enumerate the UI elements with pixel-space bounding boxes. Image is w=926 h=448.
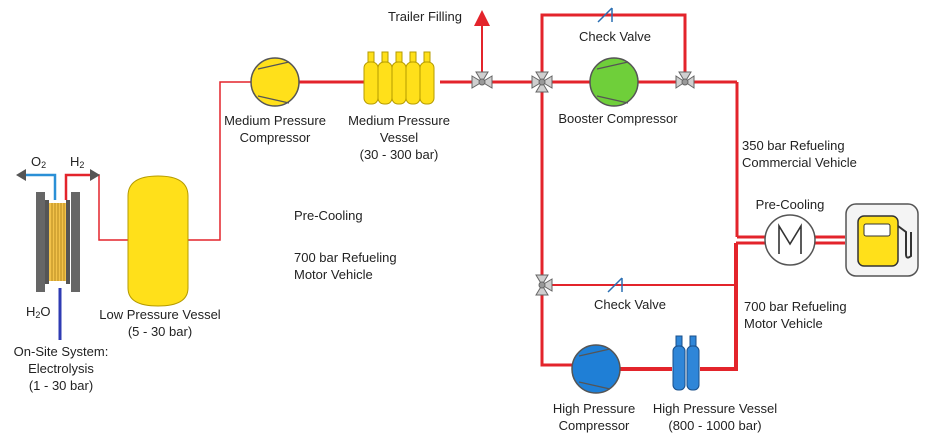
pipe-lpv-to-mp-compressor [183, 81, 251, 241]
h2o-label: H2O [26, 304, 51, 320]
electrolyzer-cell-lines [51, 203, 65, 281]
hydrogen-arrow-icon [90, 169, 100, 181]
high-pressure-compressor-icon [571, 344, 621, 394]
pipe-network [84, 10, 845, 371]
hydrogen-outlet-line [64, 173, 90, 200]
check-valve-top-icon [597, 7, 613, 23]
booster-compressor-icon [589, 57, 639, 107]
medium-pressure-compressor-icon [250, 57, 300, 107]
pipe-electrolysis-to-lpv [84, 174, 135, 241]
pre-cooling-middle-label: Pre-Cooling [294, 208, 363, 223]
high-pressure-compressor-label: High Pressure Compressor [552, 401, 636, 433]
medium-pressure-vessel-cylinders [363, 51, 435, 105]
pipe-top-bypass [540, 13, 687, 72]
pre-cooling-right-label: Pre-Cooling [755, 197, 825, 212]
junction-valve-bottom-icon [535, 274, 553, 296]
electrolyzer-end-plate-left [36, 192, 45, 292]
junction-valve-right-icon [675, 71, 695, 89]
refuel-700-right-label: 700 bar Refueling Motor Vehicle [744, 299, 847, 331]
booster-compressor-label: Booster Compressor [558, 111, 678, 126]
check-valve-top-label: Check Valve [578, 29, 651, 44]
oxygen-outlet-line [20, 173, 57, 200]
electrolyzer-end-plate-right [71, 192, 80, 292]
refuel-350-label: 350 bar Refueling Commercial Vehicle [742, 138, 857, 170]
medium-pressure-compressor-label: Medium Pressure Compressor [224, 113, 326, 145]
low-pressure-vessel-label: Low Pressure Vessel (5 - 30 bar) [99, 307, 221, 339]
pre-cooler-icon [764, 214, 816, 266]
junction-valve-top-icon [531, 71, 553, 93]
electrolysis-unit [16, 169, 100, 340]
high-pressure-vessel-label: High Pressure Vessel (800 - 1000 bar) [652, 401, 778, 433]
refuel-700-middle-label: 700 bar Refueling Motor Vehicle [294, 250, 397, 282]
trailer-filling-label: Trailer Filling [388, 9, 462, 24]
high-pressure-vessel-cylinders [672, 335, 700, 391]
trailer-valve-icon [471, 71, 493, 89]
o2-label: O2 [31, 154, 47, 170]
pipe-left-vertical [540, 92, 572, 367]
electrolyzer-plate-b [66, 200, 70, 284]
low-pressure-vessel [127, 175, 189, 307]
check-valve-bottom-icon [607, 277, 623, 293]
fuel-dispenser-icon [845, 203, 919, 277]
oxygen-arrow-icon [16, 169, 26, 181]
check-valve-bottom-label: Check Valve [593, 297, 666, 312]
electrolysis-label: On-Site System: Electrolysis (1 - 30 bar… [13, 344, 109, 393]
pipe-hp-line [620, 243, 738, 371]
medium-pressure-vessel-label: Medium Pressure Vessel (30 - 300 bar) [348, 113, 450, 162]
electrolyzer-plate-a [45, 200, 49, 284]
h2-label: H2 [70, 154, 85, 170]
